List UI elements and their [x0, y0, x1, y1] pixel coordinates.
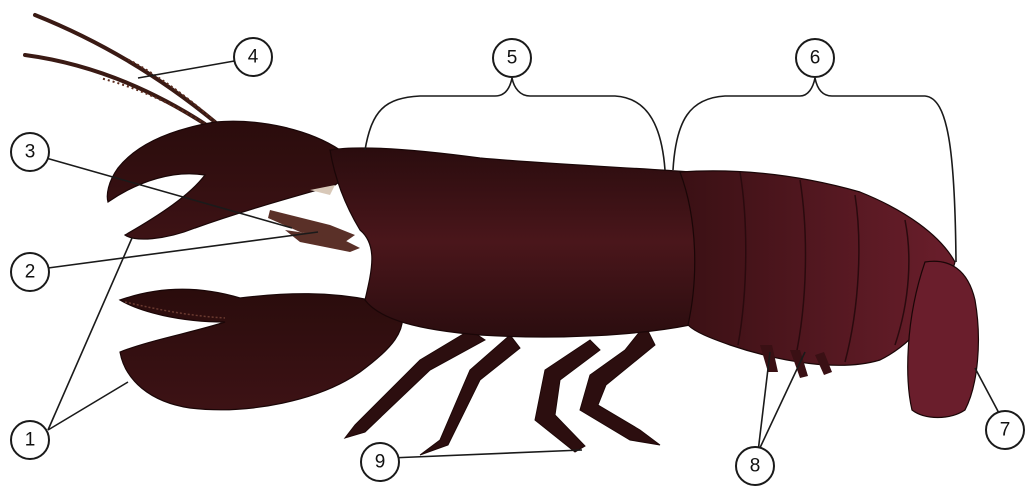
callout-9: 9 [361, 443, 399, 481]
callout-1: 1 [11, 421, 49, 459]
callout-3: 3 [11, 133, 49, 171]
callout-1-label: 1 [25, 430, 36, 451]
callout-4-label: 4 [248, 47, 259, 68]
callout-5: 5 [493, 39, 531, 77]
callout-5-label: 5 [507, 48, 518, 69]
lower-claw [120, 289, 403, 409]
callout-2-label: 2 [25, 262, 36, 283]
callout-2: 2 [11, 253, 49, 291]
tail-fan [908, 261, 979, 417]
callout-9-label: 9 [375, 452, 386, 473]
callout-7: 7 [986, 411, 1024, 449]
callout-8: 8 [736, 447, 774, 485]
callout-3-label: 3 [25, 142, 36, 163]
callout-8-label: 8 [750, 456, 761, 477]
callout-7-label: 7 [1000, 420, 1011, 441]
walking-legs [345, 325, 660, 455]
callout-6: 6 [796, 39, 834, 77]
cephalothorax [330, 148, 698, 337]
callout-6-label: 6 [810, 48, 821, 69]
callout-4: 4 [234, 38, 272, 76]
